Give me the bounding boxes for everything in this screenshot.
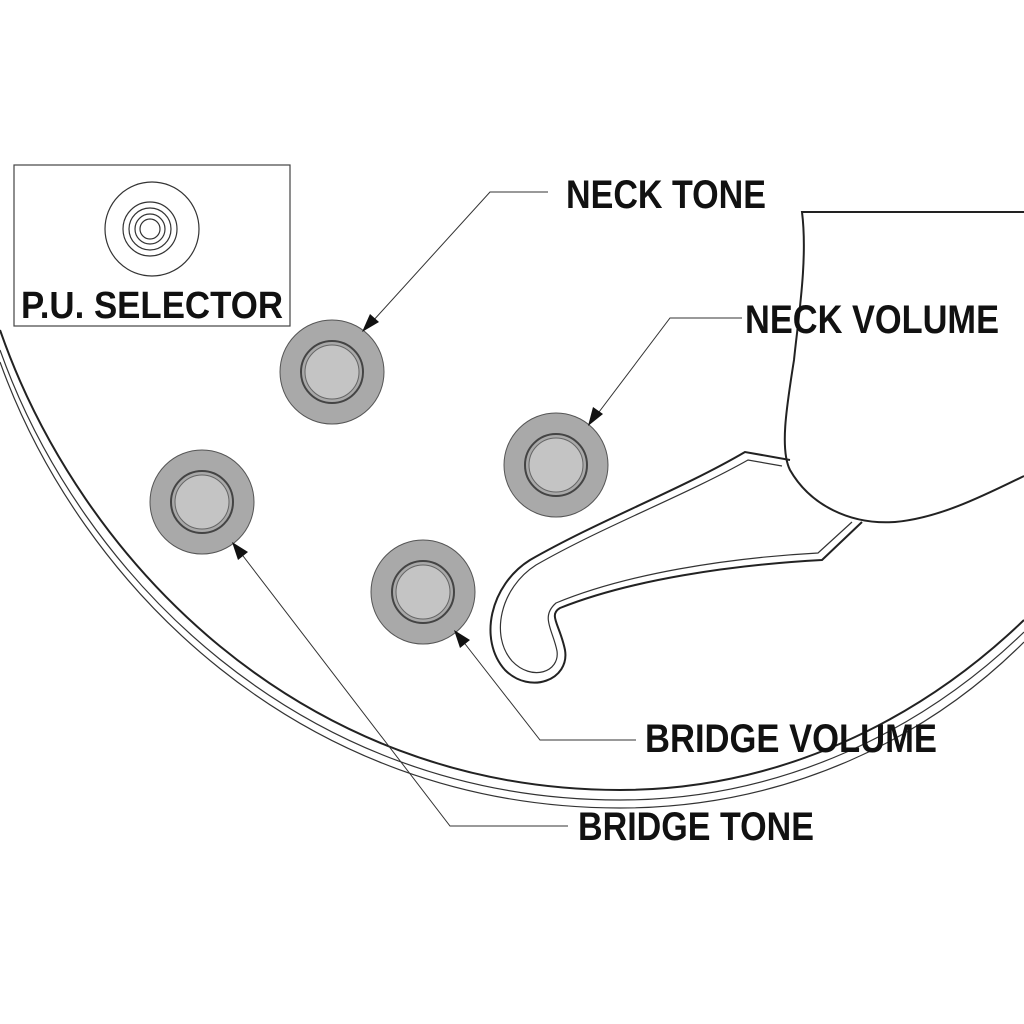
neck-tone-leader xyxy=(362,191,548,332)
pu-selector-label: P.U. SELECTOR xyxy=(21,285,283,327)
neck-tone-knob xyxy=(279,319,385,425)
neck-tone-arrowhead xyxy=(362,314,379,332)
neck-heel-outline xyxy=(783,211,1024,524)
bridge-tone-leader xyxy=(232,542,568,827)
bridge-volume-knob xyxy=(370,539,476,645)
neck-volume-arrowhead xyxy=(588,407,603,426)
neck-tone-label: NECK TONE xyxy=(566,173,766,217)
bridge-volume-arrowhead xyxy=(454,630,470,648)
bridge-tone-arrowhead xyxy=(232,542,248,560)
pu-selector-switch-icon xyxy=(104,181,200,277)
guitar-body-outline xyxy=(0,329,1024,809)
bridge-tone-knob xyxy=(149,449,255,555)
pu-selector-panel: P.U. SELECTOR xyxy=(13,164,291,327)
neck-volume-leader xyxy=(588,317,742,426)
neck-volume-knob xyxy=(503,412,609,518)
f-hole-outline xyxy=(489,450,863,684)
neck-volume-label: NECK VOLUME xyxy=(745,298,999,342)
bridge-tone-label: BRIDGE TONE xyxy=(578,805,814,849)
bridge-volume-leader xyxy=(454,630,636,741)
bridge-volume-label: BRIDGE VOLUME xyxy=(645,717,937,761)
